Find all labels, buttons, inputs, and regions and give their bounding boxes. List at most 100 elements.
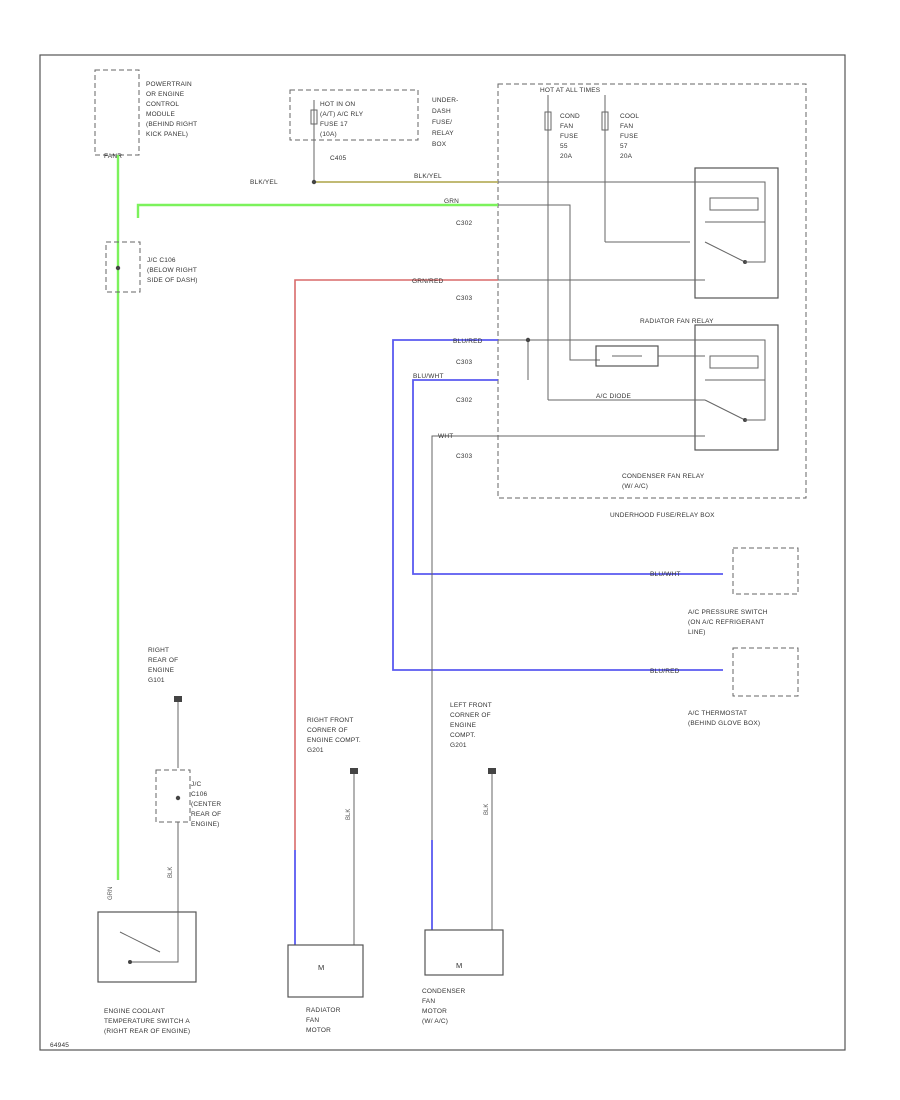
fuse-left-line: FAN (560, 123, 573, 130)
cond-relay-line: (W/ A/C) (622, 483, 648, 490)
radiator-fan-motor-box (287, 944, 364, 998)
ud-inner-line: FUSE 17 (320, 121, 348, 128)
pcm-text-line: CONTROL (146, 101, 179, 108)
grf-line: CORNER OF (307, 727, 348, 734)
ud-label-line: FUSE/ (432, 119, 452, 126)
grr-line: RIGHT (148, 647, 169, 654)
cond-relay-contact-line (745, 380, 766, 421)
jc-lower-dot (175, 795, 181, 801)
wire-blu-red-label: BLU/RED (453, 338, 483, 345)
pcm-text-line: (BEHIND RIGHT (146, 121, 197, 128)
jc2-line: REAR OF (191, 811, 221, 818)
condm-line: CONDENSER (422, 988, 465, 995)
pcm-text-line: KICK PANEL) (146, 131, 188, 138)
connector-c303-a: C303 (456, 295, 473, 302)
acp-line: LINE) (688, 629, 706, 636)
ect-line: TEMPERATURE SWITCH A (104, 1018, 190, 1025)
ac-diode-label: A/C DIODE (596, 393, 631, 400)
ect-switch-arm (119, 931, 161, 953)
condm-line: FAN (422, 998, 435, 1005)
jc1-line: (BELOW RIGHT (147, 267, 197, 274)
ac-thermostat-box (732, 647, 799, 697)
ac-pressure-switch-box (732, 547, 799, 595)
grr-line: REAR OF (148, 657, 178, 664)
ud-inner-line: HOT IN ON (320, 101, 355, 108)
rad-relay-coil-b (498, 204, 600, 361)
ect-line: (RIGHT REAR OF ENGINE) (104, 1028, 190, 1035)
ect-switch-box (97, 911, 197, 983)
fuse-left-line: FUSE (560, 133, 579, 140)
ect-switch-contact (128, 960, 132, 964)
wire-blk-label-rad: BLK (346, 809, 352, 820)
condenser-fan-motor-label: CONDENSER FAN MOTOR (W/ A/C) (422, 988, 465, 1025)
connector-c302-b: C302 (456, 397, 473, 404)
wire-wht-label: WHT (438, 433, 453, 440)
grf-line: G201 (307, 747, 324, 754)
grr-line: G101 (148, 677, 165, 684)
glf-line: G201 (450, 742, 467, 749)
rad-relay-contact-line (745, 222, 766, 263)
grf-line: RIGHT FRONT (307, 717, 354, 724)
wire-blk-label-ect: BLK (168, 867, 174, 878)
pcm-text-line: MODULE (146, 111, 175, 118)
wire-blu-wht (412, 379, 723, 575)
pcm-pin: FANR (104, 153, 122, 160)
radiator-fan-relay-box (694, 167, 779, 299)
wire-grn-red (294, 279, 498, 850)
wire-wht (431, 435, 498, 840)
fuse-right-line: FUSE (620, 133, 639, 140)
rad-relay-coil-a (498, 181, 766, 223)
condenser-motor-symbol: M (456, 961, 462, 970)
wire-blk-yel-node (311, 179, 317, 185)
wire-blu-red-label-2: BLU/RED (650, 668, 680, 675)
underdash-fuse (310, 109, 318, 125)
ud-label-line: UNDER- (432, 97, 458, 104)
act-line: A/C THERMOSTAT (688, 710, 747, 717)
ud-label-line: BOX (432, 141, 447, 148)
pcm-text-line: OR ENGINE (146, 91, 185, 98)
fuse-left-line: 55 (560, 143, 568, 150)
jc1-line: J/C C106 (147, 257, 176, 264)
condenser-fan-relay-label: CONDENSER FAN RELAY(W/ A/C) (622, 473, 705, 490)
ect-switch-path (130, 912, 179, 963)
connector-c303-b: C303 (456, 359, 473, 366)
wire-grn-red-label: GRN/RED (412, 278, 443, 285)
radm-line: MOTOR (306, 1027, 331, 1034)
diagram-border (39, 54, 846, 1051)
wire-blu-wht-label-2: BLU/WHT (650, 571, 681, 578)
radiator-fan-relay-label: RADIATOR FAN RELAY (640, 318, 714, 325)
condm-line: (W/ A/C) (422, 1018, 448, 1025)
fuse-right-line: 57 (620, 143, 628, 150)
fuse-right-line: FAN (620, 123, 633, 130)
footer-code: 64945 (50, 1042, 69, 1049)
jc-c106-upper (105, 241, 141, 293)
cond-relay-coil-a (498, 339, 766, 381)
cool-fan-fuse (601, 111, 609, 131)
ground-left-front-terminal (488, 768, 496, 774)
fuse-left-line: COND (560, 113, 580, 120)
glf-line: LEFT FRONT (450, 702, 492, 709)
cond-relay-coil (709, 355, 759, 369)
act-line: (BEHIND GLOVE BOX) (688, 720, 760, 727)
connector-c303-c: C303 (456, 453, 473, 460)
pcm-box (94, 69, 140, 156)
condm-line: MOTOR (422, 1008, 447, 1015)
ud-inner-line: (A/T) A/C RLY (320, 111, 364, 118)
ground-rear-terminal (174, 696, 182, 702)
grr-line: ENGINE (148, 667, 175, 674)
ac-thermostat-label: A/C THERMOSTAT (BEHIND GLOVE BOX) (688, 710, 760, 727)
underhood-box (497, 83, 807, 499)
fuse-right-line: 20A (620, 153, 633, 160)
wire-grn-label-ect: GRN (108, 887, 114, 900)
glf-line: COMPT. (450, 732, 476, 739)
